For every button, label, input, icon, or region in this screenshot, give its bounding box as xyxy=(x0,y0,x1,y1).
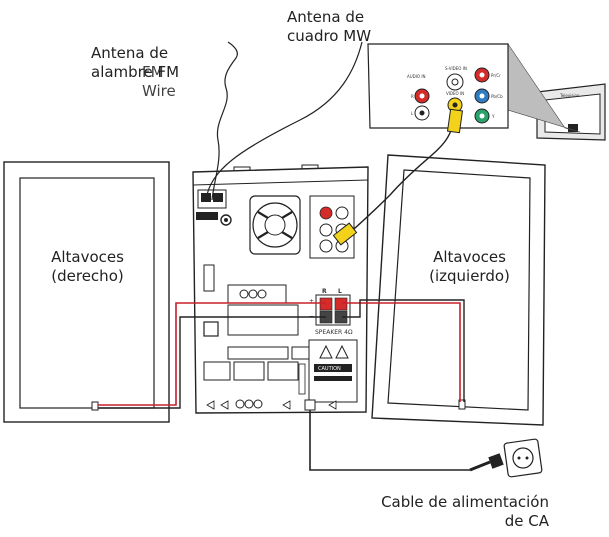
television-panel: Television AUDIO IN S-VIDEO IN VIDEO IN … xyxy=(367,43,606,141)
terminal-plus-label: + xyxy=(309,298,314,305)
speaker-right-label-line2: (derecho) xyxy=(51,267,124,285)
caution-label: CAUTION xyxy=(318,366,341,372)
power-cable xyxy=(309,410,543,478)
pb-cb-label: Pb/Cb xyxy=(491,94,503,99)
speaker-wire-left xyxy=(342,299,465,402)
svideo-in-label: S-VIDEO IN xyxy=(445,66,467,71)
terminal-l-label: L xyxy=(338,288,342,295)
speaker-left-label-line1: Altavoces xyxy=(433,248,506,266)
speaker-right xyxy=(3,161,170,423)
mw-antenna-label-line1: Antena de xyxy=(287,8,365,26)
fan-grill xyxy=(249,195,301,255)
speaker-left-label-line2: (izquierdo) xyxy=(429,267,510,285)
r-jack-label: R xyxy=(411,94,414,99)
video-in-label: VIDEO IN xyxy=(446,91,464,96)
mw-antenna-label-line2: cuadro MW xyxy=(287,27,372,45)
fm-antenna-label-line1: Antena de xyxy=(91,44,169,62)
audio-in-label: AUDIO IN xyxy=(407,74,426,79)
speaker-terminals: R L + − SPEAKER 4Ω xyxy=(309,288,353,336)
mw-antenna-label: Antena de cuadro MW xyxy=(287,8,371,46)
fm-wire-overlay-label: FM Wire xyxy=(142,63,176,100)
speaker-wire-right xyxy=(98,302,326,409)
power-cable-label: Cable de alimentación de CA xyxy=(360,493,549,531)
speaker-right-label: Altavoces (derecho) xyxy=(30,248,145,286)
fm-antenna-label-line2: alambre FM xyxy=(91,63,180,81)
wall-outlet-icon xyxy=(503,438,543,478)
television-label: Television xyxy=(559,93,580,98)
l-jack-label: L xyxy=(411,111,414,116)
fm-antenna-label: Antena de alambre FM FM Wire xyxy=(91,44,180,100)
y-label: Y xyxy=(491,114,495,119)
pr-cr-label: Pr/Cr xyxy=(491,73,501,78)
fm-wire-antenna xyxy=(211,41,238,201)
speaker-header-label: SPEAKER 4Ω xyxy=(315,329,353,336)
power-cable-label-line1: Cable de alimentación xyxy=(381,493,549,511)
power-cable-label-line2: de CA xyxy=(504,512,549,530)
mw-loop-lead xyxy=(205,41,363,201)
speaker-left-label: Altavoces (izquierdo) xyxy=(412,248,527,286)
speaker-left xyxy=(371,154,546,426)
speaker-right-label-line1: Altavoces xyxy=(51,248,124,266)
main-unit-rear: R L + − SPEAKER 4Ω CAUTION xyxy=(192,164,369,414)
video-cable xyxy=(332,108,464,246)
terminal-r-label: R xyxy=(322,288,327,295)
